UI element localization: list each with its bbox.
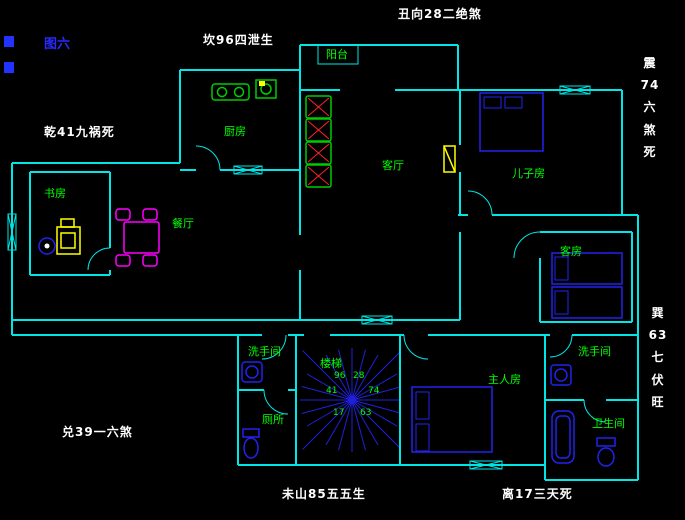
stove-icon bbox=[211, 83, 250, 101]
room-label-bathroom-right: 洗手间 bbox=[578, 345, 611, 358]
room-label-dining: 餐厅 bbox=[172, 217, 194, 230]
figure-label: 图六 bbox=[44, 37, 71, 52]
window-icons bbox=[7, 85, 591, 470]
compass-number: 96 bbox=[334, 371, 346, 381]
compass-lines bbox=[300, 348, 399, 452]
study-desk-icon bbox=[56, 218, 81, 255]
annotation-right-upper: 震 74 六 煞 死 bbox=[640, 56, 660, 159]
entry-door-icon bbox=[443, 145, 456, 173]
beds-guest-icon bbox=[551, 252, 623, 319]
annotation-bottom-left: 兑39一六煞 bbox=[62, 425, 133, 439]
annotation-right-lower: 巽 63 七 伏 旺 bbox=[648, 306, 668, 409]
balcony-label-frame bbox=[317, 44, 359, 65]
toilet-icon-left bbox=[242, 428, 260, 459]
annotation-bottom-right: 离17三天死 bbox=[502, 487, 573, 501]
compass-number: 41 bbox=[326, 386, 338, 396]
bed-son-icon bbox=[479, 92, 544, 152]
annotation-left: 乾41九祸死 bbox=[44, 125, 115, 139]
room-label-bathroom-bottom: 卫生间 bbox=[592, 417, 625, 430]
bathtub-icon bbox=[551, 410, 575, 464]
room-label-bathroom-top: 洗手间 bbox=[248, 345, 281, 358]
annotation-top: 丑向28二绝煞 bbox=[398, 7, 482, 21]
dining-table-icon bbox=[115, 208, 160, 267]
sofa-icon bbox=[305, 95, 332, 188]
bed-master-icon bbox=[411, 386, 493, 453]
room-label-balcony: 阳台 bbox=[326, 48, 348, 61]
sink-icon-top bbox=[241, 361, 263, 383]
annotation-top-left: 坎96四泄生 bbox=[203, 33, 274, 47]
room-label-kitchen: 厨房 bbox=[224, 125, 246, 138]
room-label-stairs: 楼梯 bbox=[320, 357, 342, 370]
room-label-sons-room: 儿子房 bbox=[512, 167, 545, 180]
room-label-master: 主人房 bbox=[488, 373, 521, 386]
room-label-toilet: 厕所 bbox=[262, 413, 284, 426]
left-edge-markers bbox=[4, 36, 14, 73]
door-arcs bbox=[87, 145, 607, 423]
compass-number: 28 bbox=[353, 371, 365, 381]
compass-number: 74 bbox=[368, 386, 380, 396]
compass-number: 17 bbox=[333, 408, 345, 418]
study-chair-icon bbox=[38, 237, 56, 255]
kitchen-sink-icon bbox=[255, 79, 277, 99]
sink-icon-right bbox=[550, 364, 572, 386]
room-label-guest: 客房 bbox=[560, 245, 582, 258]
compass-number: 63 bbox=[360, 408, 372, 418]
room-label-study: 书房 bbox=[44, 187, 66, 200]
room-label-living: 客厅 bbox=[382, 159, 404, 172]
walls bbox=[11, 44, 639, 481]
toilet-icon-bottom bbox=[596, 437, 616, 467]
annotation-bottom-center: 未山85五五生 bbox=[282, 487, 366, 501]
